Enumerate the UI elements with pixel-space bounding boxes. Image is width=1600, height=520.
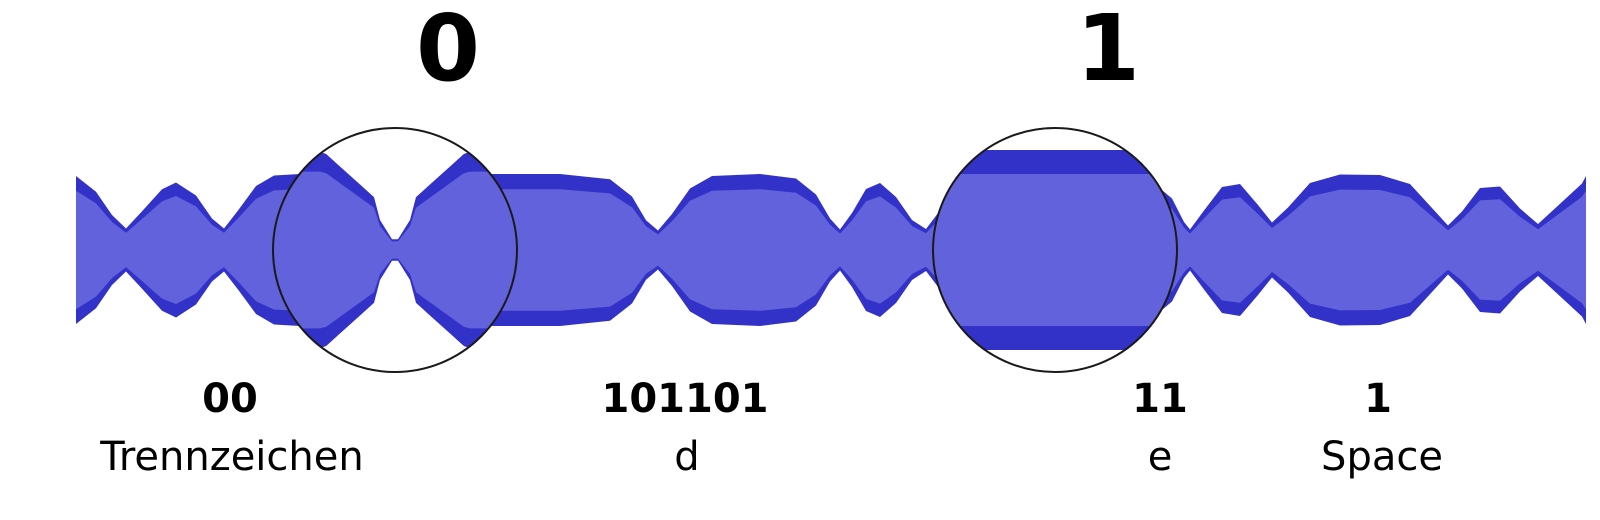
lens-zero [272, 127, 518, 373]
lens-one [932, 127, 1178, 373]
segment-code-e: 11 [1132, 376, 1188, 422]
segment-label-e: e [1148, 434, 1173, 480]
segment-code-space: 1 [1364, 376, 1392, 422]
segment-label-space: Space [1321, 434, 1443, 480]
symbol-one-label: 1 [1076, 0, 1140, 102]
segment-label-d: d [674, 434, 699, 480]
lens-zero-wave-inner [273, 171, 517, 329]
lens-zero-ring [272, 127, 518, 373]
segment-code-d: 101101 [602, 376, 769, 422]
segment-label-separator: Trennzeichen [99, 434, 363, 480]
lens-one-ring [932, 127, 1178, 373]
lens-one-wave-inner [933, 174, 1177, 326]
symbol-zero-label: 0 [416, 0, 480, 102]
segment-code-separator: 00 [202, 376, 258, 422]
